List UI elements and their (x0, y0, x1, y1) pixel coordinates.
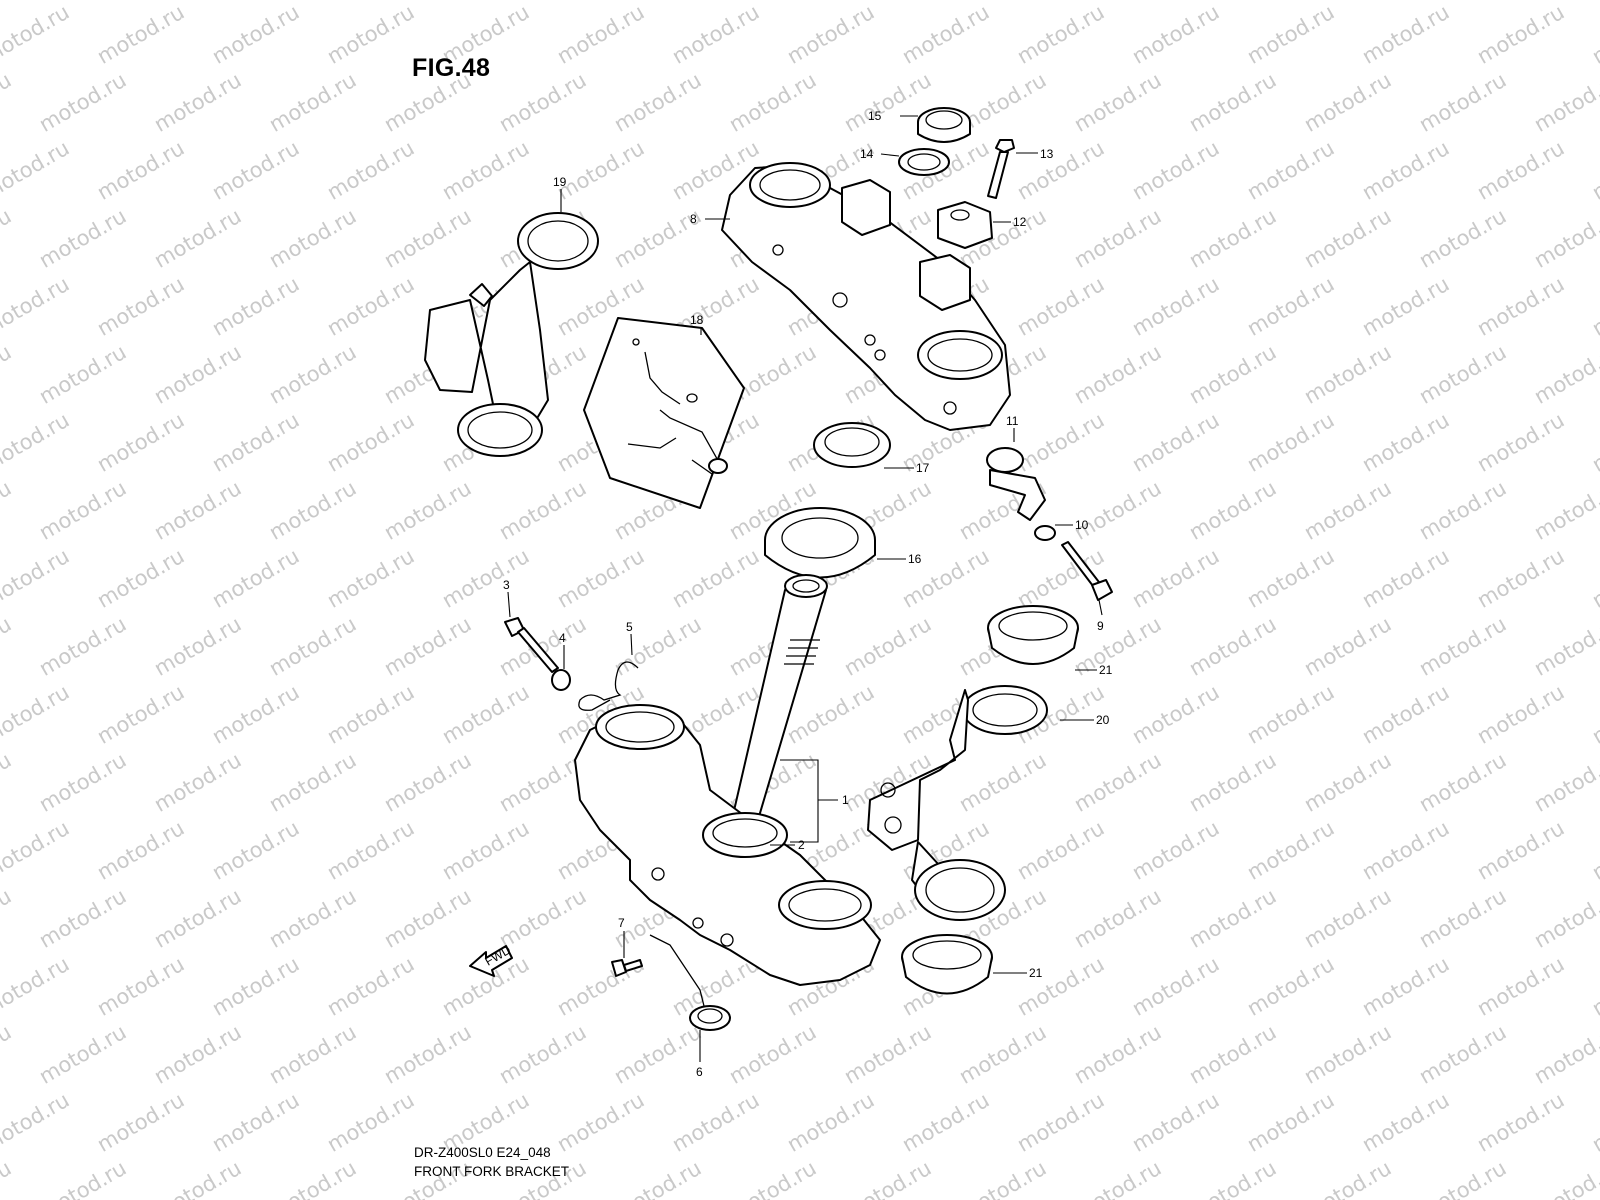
callout-21-lower: 21 (1029, 966, 1043, 980)
callout-11: 11 (1006, 414, 1019, 428)
section-name: FRONT FORK BRACKET (414, 1164, 570, 1179)
steering-stem-nut (813, 422, 891, 468)
callout-14: 14 (860, 147, 874, 161)
callout-9: 9 (1097, 619, 1104, 633)
dust-seal-lower (901, 934, 993, 995)
callout-17: 17 (916, 461, 930, 475)
steering-stem-lower-bracket (574, 574, 881, 986)
callout-13: 13 (1040, 147, 1054, 161)
guide-washer (1034, 525, 1056, 541)
stem-cap (917, 107, 971, 143)
stem-washer (898, 148, 950, 176)
upper-fork-bracket (721, 162, 1011, 431)
callout-12: 12 (1013, 215, 1027, 229)
upper-bearing (764, 507, 876, 579)
callout-19: 19 (553, 175, 567, 189)
brake-hose-clamp (649, 934, 731, 1031)
handlebar-holder (937, 201, 993, 249)
holder-bore (950, 209, 970, 221)
callout-3: 3 (503, 578, 510, 592)
guide-bolt (1061, 541, 1113, 601)
clamp-bolt (611, 959, 643, 977)
callout-18: 18 (690, 313, 704, 327)
callout-4: 4 (559, 631, 566, 645)
callout-1: 1 (842, 793, 849, 807)
figure-title: FIG.48 (412, 54, 491, 82)
holder-bolt (987, 139, 1015, 199)
cable-guide (986, 447, 1046, 521)
callout-7: 7 (618, 916, 625, 930)
leader-lines (507, 115, 1103, 1062)
pinch-washer (551, 669, 571, 691)
callout-6: 6 (696, 1065, 703, 1079)
lower-meter-bracket (867, 685, 1048, 921)
meter-bracket (424, 212, 599, 457)
callout-2: 2 (798, 838, 805, 852)
callout-5: 5 (626, 620, 633, 634)
callout-21-upper: 21 (1099, 663, 1113, 677)
callout-8: 8 (690, 212, 697, 226)
callout-10: 10 (1075, 518, 1089, 532)
fwd-arrow-icon: FWD (469, 943, 513, 977)
callouts: 15 14 13 8 12 19 18 11 17 10 16 9 3 4 5 … (503, 109, 1113, 1079)
callout-20: 20 (1096, 713, 1110, 727)
hose-clip (578, 661, 639, 711)
dust-seal-upper (987, 605, 1079, 665)
callout-16: 16 (908, 552, 922, 566)
wiring-kit-box (583, 317, 745, 509)
pinch-bolt (504, 617, 559, 673)
callout-15: 15 (868, 109, 882, 123)
model-code: DR-Z400SL0 E24_048 (414, 1145, 551, 1160)
